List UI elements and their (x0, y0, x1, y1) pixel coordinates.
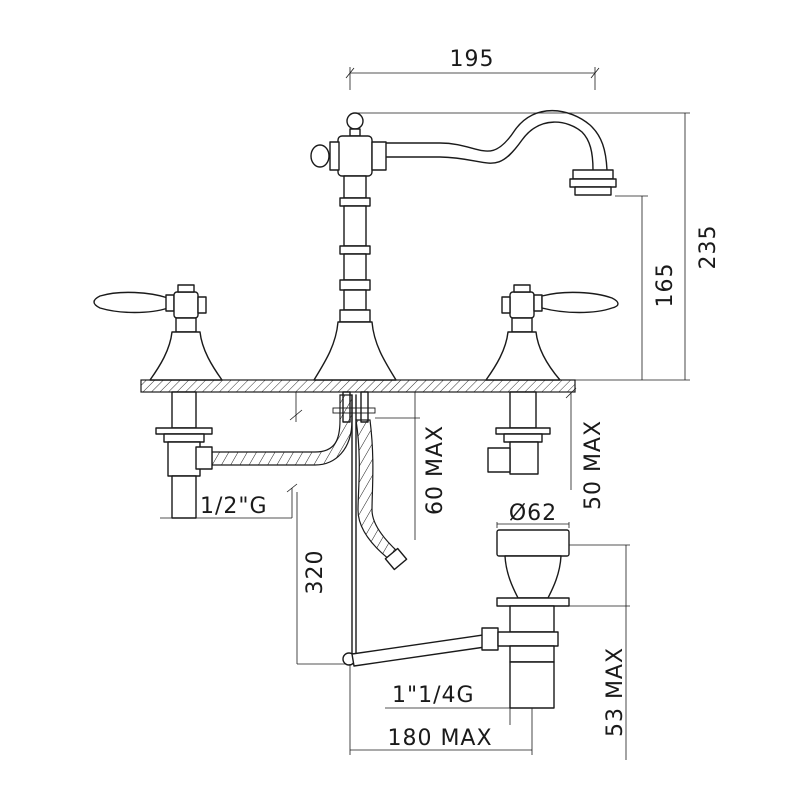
popup-rod (342, 394, 499, 667)
dim-inlet-thread: 1/2"G (200, 494, 268, 519)
dim-drain-diameter: Ø62 (509, 501, 557, 526)
dim-deck-max-left: 60 MAX (423, 425, 448, 515)
left-valve (93, 284, 223, 519)
dim-spout-height: 165 (653, 263, 678, 308)
right-valve (485, 284, 619, 475)
spout-assembly (310, 109, 617, 423)
dimension-labels: 195 235 165 60 MAX 50 MAX 320 1/2"G Ø62 … (200, 47, 721, 751)
dim-hose-length: 320 (303, 550, 328, 595)
dim-total-height: 235 (696, 225, 721, 270)
hoses (195, 394, 408, 571)
dim-deck-max-right: 50 MAX (581, 420, 606, 510)
dim-drain-thread: 1"1/4G (392, 683, 475, 708)
dimension-lines (160, 67, 690, 760)
dim-drain-height: 53 MAX (603, 647, 628, 737)
dim-rod-reach: 180 MAX (387, 726, 492, 751)
dim-spout-reach: 195 (450, 47, 495, 72)
countertop (140, 379, 576, 393)
drain-assembly (496, 529, 570, 709)
